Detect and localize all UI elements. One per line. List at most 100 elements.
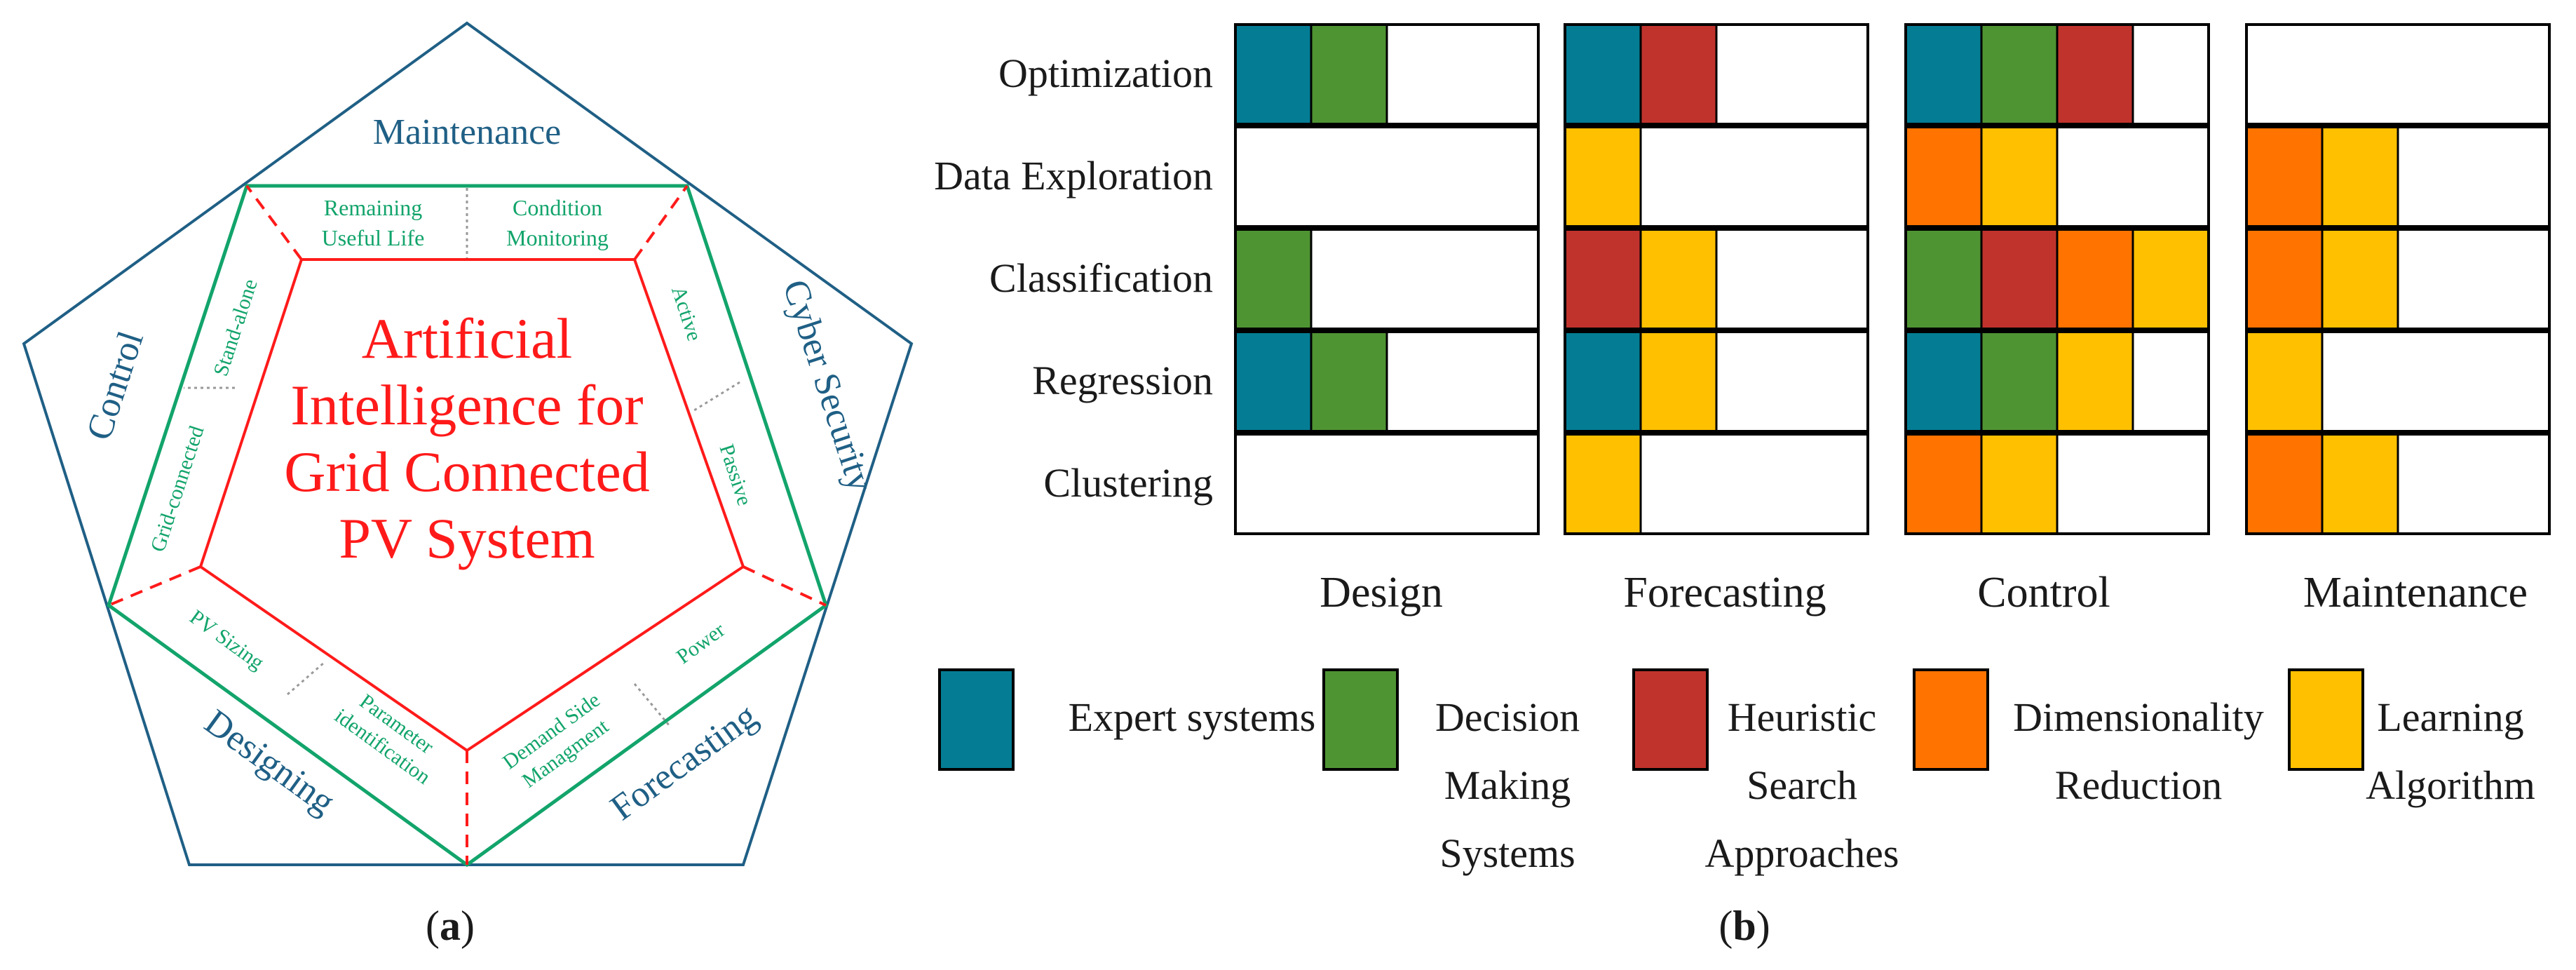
legend-swatch xyxy=(1322,668,1399,771)
inner-pentagon xyxy=(198,258,745,753)
cell-heuristic-search-approaches xyxy=(2056,23,2134,126)
row-label: Regression xyxy=(1032,358,1213,403)
legend-label: Heuristic xyxy=(1728,694,1877,740)
legend-label: Systems xyxy=(1439,830,1575,876)
cell-learning-algorithm xyxy=(2245,330,2324,433)
row-box xyxy=(1234,228,1540,330)
row-label: Optimization xyxy=(998,50,1213,96)
cell-heuristic-search-approaches xyxy=(1980,228,2059,330)
group-label: Control xyxy=(1977,569,2110,617)
label-forecasting: Forecasting xyxy=(603,696,764,828)
legend-label: Dimensionality xyxy=(2013,694,2264,740)
label-remaining-useful-life-1: Remaining xyxy=(324,195,422,220)
cell-expert-systems xyxy=(1234,330,1313,433)
label-pv-sizing: PV Sizing xyxy=(186,605,269,674)
cell-expert-systems xyxy=(1904,23,1983,126)
cell-dimensionality-reduction xyxy=(2056,228,2134,330)
cell-learning-algorithm xyxy=(2321,433,2399,535)
label-control: Control xyxy=(79,327,151,445)
row-label: Data Exploration xyxy=(934,153,1213,198)
cell-decision-making-systems xyxy=(1234,228,1313,330)
legend-label: Search xyxy=(1747,762,1857,808)
row-box xyxy=(1904,330,2210,433)
legend-label: Approaches xyxy=(1704,830,1899,876)
cell-learning-algorithm xyxy=(1980,126,2059,228)
cell-decision-making-systems xyxy=(1980,23,2059,126)
cell-learning-algorithm xyxy=(1564,433,1642,535)
cell-heuristic-search-approaches xyxy=(1639,23,1718,126)
row-box xyxy=(2245,23,2551,126)
legend-swatch xyxy=(1632,668,1709,771)
row-box xyxy=(1904,126,2210,228)
row-label: Clustering xyxy=(1043,460,1213,506)
label-maintenance: Maintenance xyxy=(373,112,562,152)
row-box xyxy=(1564,330,1869,433)
center-title-line-4: PV System xyxy=(339,506,595,570)
row-label: Classification xyxy=(989,255,1213,301)
cell-expert-systems xyxy=(1564,23,1642,126)
legend-label: Making xyxy=(1444,762,1571,808)
legend-swatch xyxy=(2288,668,2364,771)
legend-label: Learning xyxy=(2377,694,2523,740)
row-box xyxy=(1904,228,2210,330)
group-label: Maintenance xyxy=(2303,569,2528,617)
legend-label: Expert systems xyxy=(1069,694,1316,740)
row-box xyxy=(1564,228,1869,330)
cell-dimensionality-reduction xyxy=(2245,228,2324,330)
label-active: Active xyxy=(667,283,706,344)
legend-label: Reduction xyxy=(2055,762,2222,808)
label-passive: Passive xyxy=(714,441,756,508)
cell-dimensionality-reduction xyxy=(2245,126,2324,228)
row-box xyxy=(2245,433,2551,535)
cell-expert-systems xyxy=(1234,23,1313,126)
row-box xyxy=(1904,433,2210,535)
legend-swatch xyxy=(938,668,1015,771)
center-title-line-3: Grid Connected xyxy=(284,440,649,504)
cell-learning-algorithm xyxy=(2056,330,2134,433)
row-box xyxy=(2245,330,2551,433)
group-label: Forecasting xyxy=(1623,569,1826,617)
cell-expert-systems xyxy=(1904,330,1983,433)
group-forecasting xyxy=(1564,23,1869,535)
row-box xyxy=(2245,228,2551,330)
grid-groups xyxy=(1234,23,2551,535)
center-title-line-1: Artificial xyxy=(362,307,573,370)
cell-dimensionality-reduction xyxy=(1904,126,1983,228)
middle-pentagon xyxy=(107,184,828,868)
cell-decision-making-systems xyxy=(1980,330,2059,433)
dashed-spokes xyxy=(108,184,827,865)
row-box xyxy=(1564,433,1869,535)
row-box xyxy=(1564,126,1869,228)
row-box xyxy=(1234,330,1540,433)
center-title-line-2: Intelligence for xyxy=(290,373,643,437)
cell-learning-algorithm xyxy=(2131,228,2210,330)
row-box xyxy=(1234,433,1540,535)
cell-learning-algorithm xyxy=(1564,126,1642,228)
group-maintenance xyxy=(2245,23,2551,535)
cell-learning-algorithm xyxy=(2321,126,2399,228)
caption-a: (a) xyxy=(426,903,475,949)
row-box xyxy=(1904,23,2210,126)
dotted-dividers xyxy=(184,188,740,727)
cell-learning-algorithm xyxy=(1980,433,2059,535)
row-box xyxy=(2245,126,2551,228)
label-power: Power xyxy=(672,618,729,668)
caption-b: (b) xyxy=(1719,903,1770,949)
cell-learning-algorithm xyxy=(1639,330,1718,433)
legend-label: Decision xyxy=(1435,694,1580,740)
cell-decision-making-systems xyxy=(1310,23,1388,126)
label-cyber-security: Cyber Security xyxy=(775,275,881,497)
label-remaining-useful-life-2: Useful Life xyxy=(322,225,425,250)
label-condition-monitoring-2: Monitoring xyxy=(506,225,609,250)
cell-expert-systems xyxy=(1564,330,1642,433)
legend-item-expert-systems: Expert systems xyxy=(938,668,1316,771)
panel-a: Maintenance Control Cyber Security Desig… xyxy=(22,21,914,949)
cell-heuristic-search-approaches xyxy=(1564,228,1642,330)
